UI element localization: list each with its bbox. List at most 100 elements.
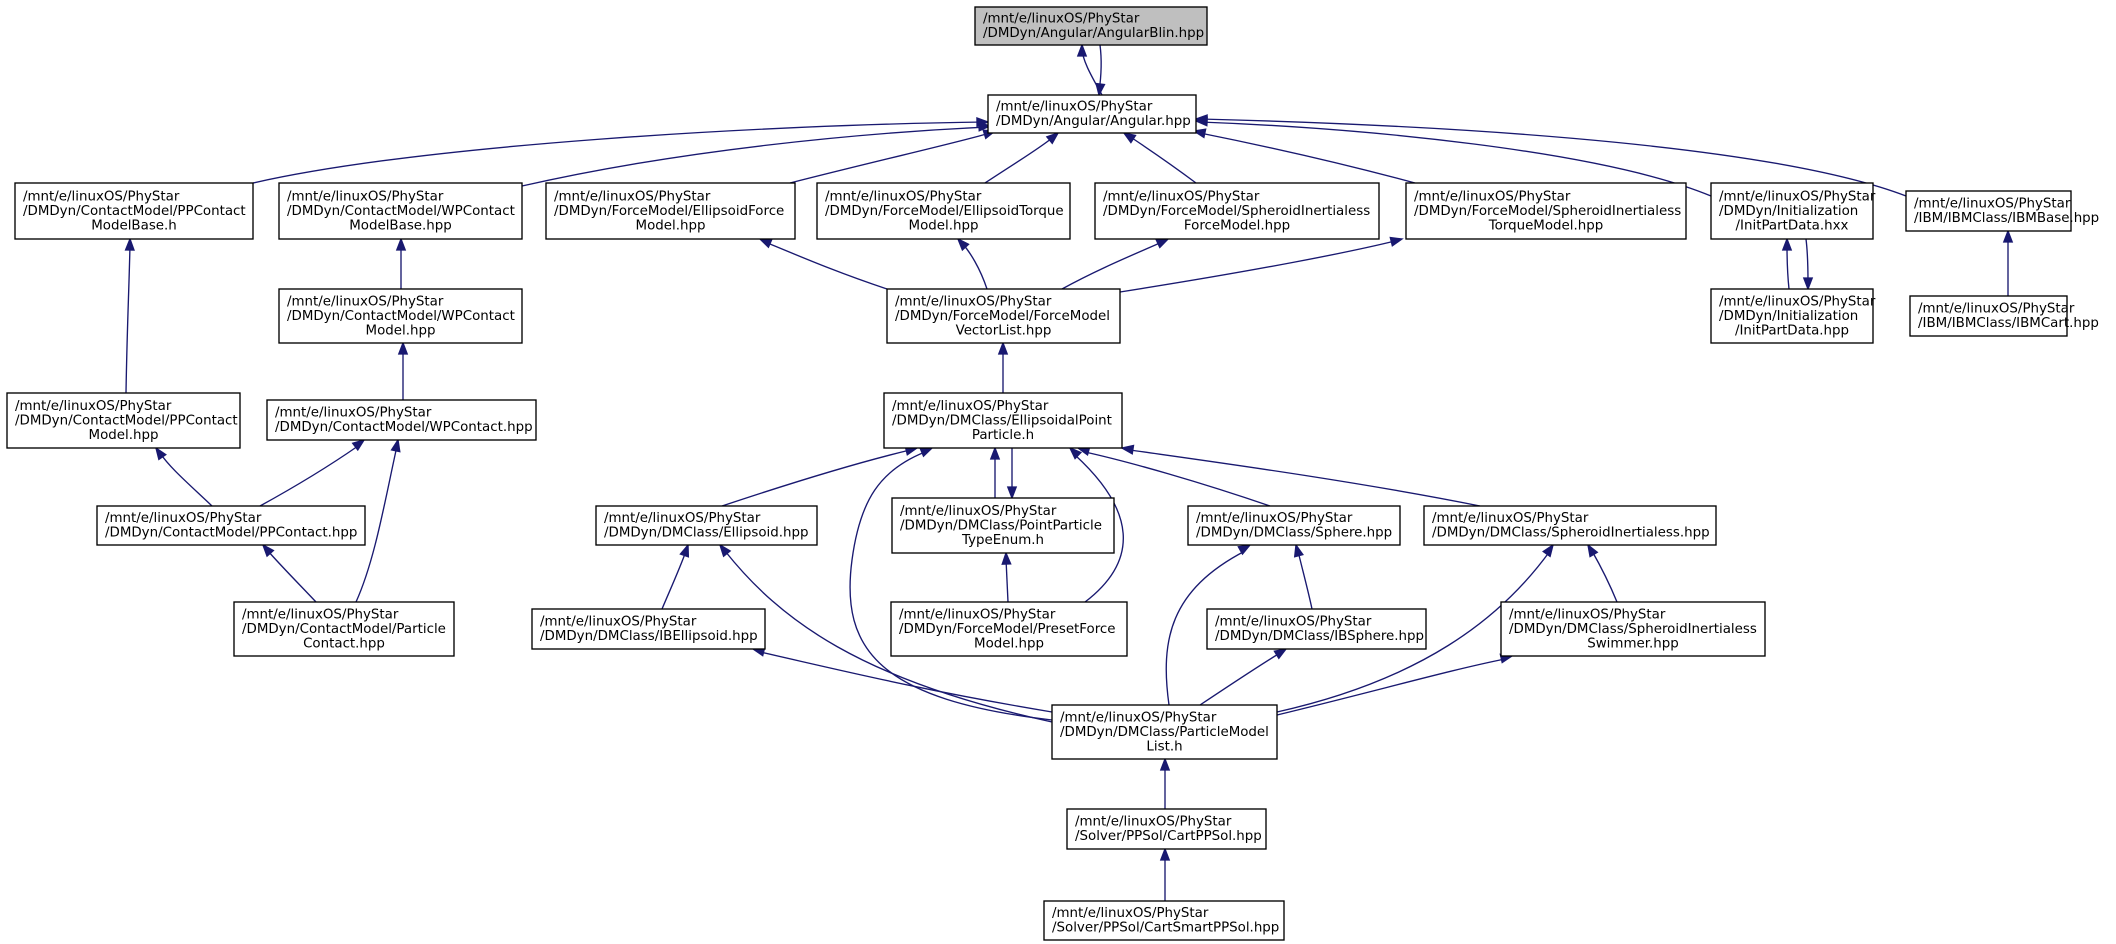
node-ellipsoid[interactable]: /mnt/e/linuxOS/PhyStar/DMDyn/DMClass/Ell…: [595, 505, 818, 546]
node-label-line: /mnt/e/linuxOS/PhyStar: [15, 399, 172, 414]
edge-vectorlist-to-ellipsoidtorque: [956, 237, 988, 290]
node-ibmcart[interactable]: /mnt/e/linuxOS/PhyStar/IBM/IBMClass/IBMC…: [1909, 295, 2099, 337]
arrowhead-icon: [718, 543, 732, 558]
edge-line: [259, 445, 359, 507]
node-initpartdatahxx[interactable]: /mnt/e/linuxOS/PhyStar/DMDyn/Initializat…: [1710, 182, 1876, 240]
node-initpartdatahpp[interactable]: /mnt/e/linuxOS/PhyStar/DMDyn/Initializat…: [1710, 288, 1876, 344]
node-ellipsoidtorquemodel[interactable]: /mnt/e/linuxOS/PhyStar/DMDyn/ForceModel/…: [816, 182, 1071, 240]
node-box: [1905, 190, 2072, 232]
node-label-line: /DMDyn/ContactModel/PPContact.hpp: [105, 526, 357, 541]
node-label-line: /InitPartData.hpp: [1735, 323, 1849, 338]
arrowhead-icon: [1006, 486, 1018, 500]
edge-line: [849, 451, 1053, 721]
node-wpcontactmodel[interactable]: /mnt/e/linuxOS/PhyStar/DMDyn/ContactMode…: [278, 288, 523, 344]
node-label-line: /DMDyn/ForceModel/EllipsoidTorque: [825, 204, 1064, 219]
node-label-line: /mnt/e/linuxOS/PhyStar: [825, 189, 982, 204]
edge-ppcontact-to-wpcontact: [259, 438, 366, 507]
node-label-line: /mnt/e/linuxOS/PhyStar: [1432, 511, 1589, 526]
node-ppcontactmodel[interactable]: /mnt/e/linuxOS/PhyStar/DMDyn/ContactMode…: [6, 392, 241, 449]
edge-particlemodellist-to-swimmer: [1276, 653, 1514, 716]
node-ellipsoidforcemodel[interactable]: /mnt/e/linuxOS/PhyStar/DMDyn/ForceModel/…: [545, 182, 796, 240]
node-ppcontactmodelbase[interactable]: /mnt/e/linuxOS/PhyStar/DMDyn/ContactMode…: [14, 182, 254, 240]
node-spheroidforcemodel[interactable]: /mnt/e/linuxOS/PhyStar/DMDyn/ForceModel/…: [1094, 182, 1380, 240]
edge-particlemodellist-to-spheroidinertialess: [1276, 543, 1555, 713]
node-ppcontact[interactable]: /mnt/e/linuxOS/PhyStar/DMDyn/ContactMode…: [96, 505, 366, 546]
node-presetforcemodel[interactable]: /mnt/e/linuxOS/PhyStar/DMDyn/ForceModel/…: [890, 601, 1128, 657]
node-box: [1710, 288, 1874, 344]
edge-ellipsoid-to-ellipsoidalpoint: [721, 445, 919, 507]
arrowhead-icon: [1095, 82, 1106, 97]
node-label-line: /DMDyn/ContactModel/Particle: [242, 622, 446, 637]
edge-line: [1199, 121, 1712, 197]
node-label-line: /DMDyn/ContactModel/WPContact: [287, 309, 515, 324]
edge-line: [252, 121, 986, 184]
edge-line: [125, 244, 131, 394]
arrowhead-icon: [1159, 847, 1171, 861]
node-label-line: /mnt/e/linuxOS/PhyStar: [287, 189, 444, 204]
node-box: [883, 392, 1123, 449]
node-label-line: /mnt/e/linuxOS/PhyStar: [899, 607, 1056, 622]
node-box: [595, 505, 818, 546]
arrowhead-icon: [351, 438, 366, 452]
node-label-line: /mnt/e/linuxOS/PhyStar: [895, 294, 1052, 309]
arrowhead-icon: [397, 341, 409, 355]
node-particlecontact[interactable]: /mnt/e/linuxOS/PhyStar/DMDyn/ContactMode…: [233, 601, 455, 657]
node-sphere[interactable]: /mnt/e/linuxOS/PhyStar/DMDyn/DMClass/Sph…: [1187, 505, 1401, 546]
edge-line: [1129, 449, 1481, 507]
edge-line: [1199, 118, 1907, 197]
node-box: [974, 6, 1208, 46]
arrowhead-icon: [124, 237, 135, 251]
node-ibsphere[interactable]: /mnt/e/linuxOS/PhyStar/DMDyn/DMClass/IBS…: [1206, 608, 1427, 650]
edge-line: [267, 550, 317, 603]
node-box: [1405, 182, 1687, 240]
node-label-line: /DMDyn/DMClass/IBEllipsoid.hpp: [540, 629, 758, 644]
node-spheroidinertialess[interactable]: /mnt/e/linuxOS/PhyStar/DMDyn/DMClass/Sph…: [1423, 505, 1717, 546]
node-box: [6, 392, 241, 449]
node-spheroidswimmer[interactable]: /mnt/e/linuxOS/PhyStar/DMDyn/DMClass/Sph…: [1500, 601, 1766, 657]
node-label-line: /DMDyn/ContactModel/PPContact: [15, 413, 238, 428]
edge-vectorlist-to-spheroidtorque: [1119, 236, 1404, 293]
edge-line: [759, 651, 1053, 713]
edge-line: [764, 241, 888, 290]
node-cartppsol[interactable]: /mnt/e/linuxOS/PhyStar/Solver/PPSol/Cart…: [1066, 808, 1267, 850]
node-label-line: /DMDyn/ContactModel/WPContact: [287, 204, 515, 219]
node-label-line: Particle.h: [972, 428, 1034, 443]
node-ibmbase[interactable]: /mnt/e/linuxOS/PhyStar/IBM/IBMClass/IBMB…: [1905, 190, 2099, 232]
arrowhead-icon: [1781, 237, 1793, 251]
node-box: [1187, 505, 1401, 546]
edge-spheroidinertialess-to-ellipsoidalpoint: [1120, 444, 1481, 507]
node-forcemodelvectorlist[interactable]: /mnt/e/linuxOS/PhyStar/DMDyn/ForceModel/…: [886, 288, 1121, 344]
node-wpcontact[interactable]: /mnt/e/linuxOS/PhyStar/DMDyn/ContactMode…: [266, 399, 537, 441]
edge-line: [1165, 550, 1246, 706]
arrowhead-icon: [989, 446, 1001, 460]
node-cartsmartppsol[interactable]: /mnt/e/linuxOS/PhyStar/Solver/PPSol/Cart…: [1043, 900, 1285, 941]
arrowhead-icon: [1045, 131, 1060, 145]
node-label-line: /mnt/e/linuxOS/PhyStar: [1215, 615, 1372, 630]
node-ibellipsoid[interactable]: /mnt/e/linuxOS/PhyStar/DMDyn/DMClass/IBE…: [531, 608, 766, 650]
node-wpcontactmodelbase[interactable]: /mnt/e/linuxOS/PhyStar/DMDyn/ContactMode…: [278, 182, 523, 240]
arrowhead-icon: [1389, 236, 1404, 247]
node-angular[interactable]: /mnt/e/linuxOS/PhyStar/DMDyn/Angular/Ang…: [987, 94, 1197, 134]
edge-vectorlist-to-ellipsoidforce: [758, 238, 888, 290]
arrowhead-icon: [758, 238, 773, 249]
node-ellipsoidalpoint[interactable]: /mnt/e/linuxOS/PhyStar/DMDyn/DMClass/Ell…: [883, 392, 1123, 449]
node-label-line: Model.hpp: [974, 636, 1044, 651]
node-pointparticletypeenum[interactable]: /mnt/e/linuxOS/PhyStar/DMDyn/DMClass/Poi…: [891, 497, 1115, 554]
arrowhead-icon: [1155, 238, 1170, 249]
node-angularblin[interactable]: /mnt/e/linuxOS/PhyStar/DMDyn/Angular/Ang…: [974, 6, 1208, 46]
arrowhead-icon: [261, 543, 275, 558]
edge-initpartdatahpp-to-hxx: [1781, 237, 1793, 290]
node-spheroidtorquemodel[interactable]: /mnt/e/linuxOS/PhyStar/DMDyn/ForceModel/…: [1405, 182, 1687, 240]
node-label-line: Swimmer.hpp: [1587, 636, 1679, 651]
edge-line: [1131, 137, 1197, 184]
node-label-line: /mnt/e/linuxOS/PhyStar: [275, 406, 432, 421]
node-particlemodellist[interactable]: /mnt/e/linuxOS/PhyStar/DMDyn/DMClass/Par…: [1051, 704, 1278, 760]
node-label-line: Model.hpp: [366, 323, 436, 338]
node-label-line: /mnt/e/linuxOS/PhyStar: [242, 607, 399, 622]
edge-line: [1591, 550, 1618, 603]
edge-ibellipsoid-to-ellipsoid: [661, 543, 690, 610]
arrowhead-icon: [1076, 43, 1088, 57]
node-box: [96, 505, 366, 546]
edge-cartsmartppsol-to-cartppsol: [1159, 847, 1171, 901]
edge-wpcontact-to-wpcontactmodel: [397, 341, 409, 400]
